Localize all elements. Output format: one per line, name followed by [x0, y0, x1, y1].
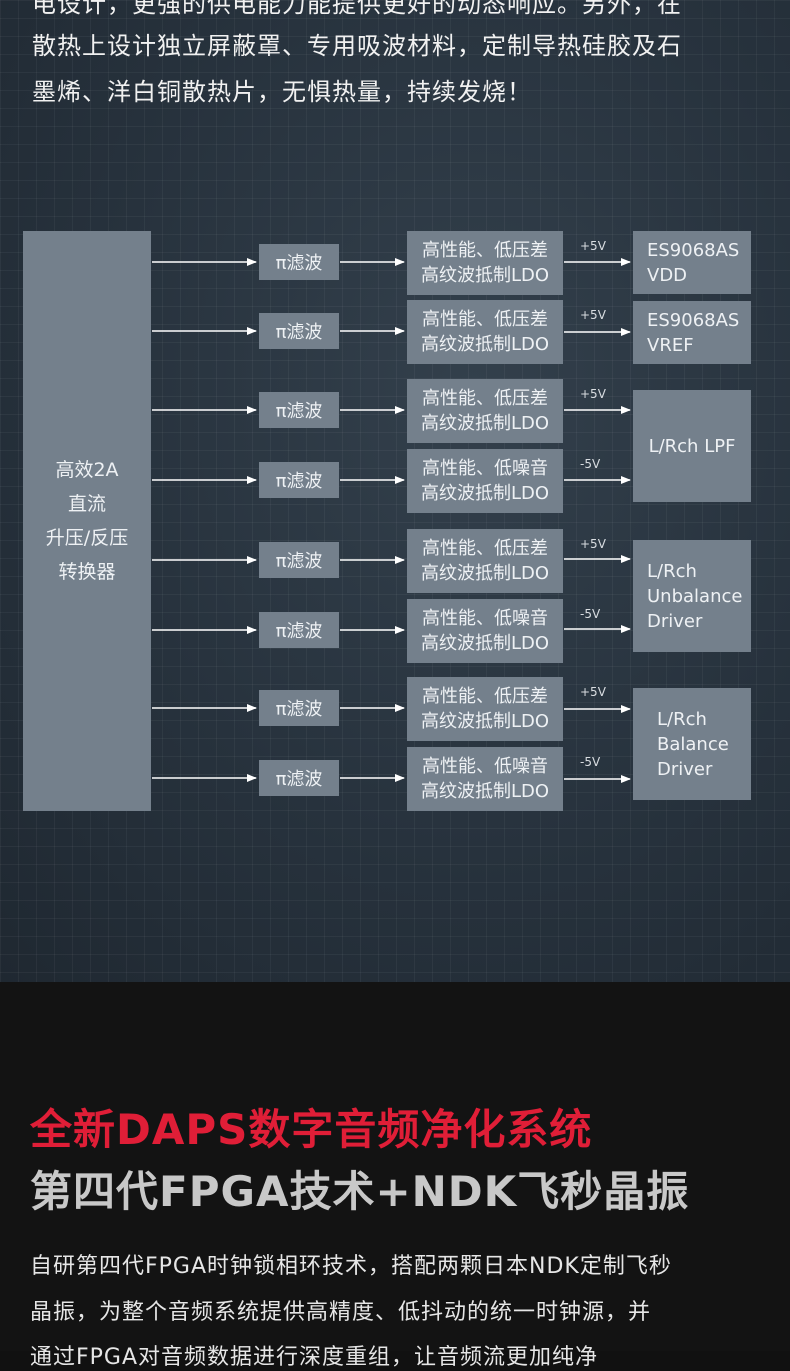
- voltage-label: -5V: [580, 457, 601, 471]
- converter-label-line: 直流: [67, 493, 106, 515]
- intro-text-line: 墨烯、洋白铜散热片，无惧热量，持续发烧！: [32, 78, 532, 106]
- ldo-label-line: 高性能、低压差: [422, 686, 548, 707]
- ldo-box: 高性能、低噪音高纹波抵制LDO: [407, 449, 563, 513]
- pi-filter-box: π滤波: [259, 612, 339, 648]
- ldo-box: 高性能、低压差高纹波抵制LDO: [407, 300, 563, 364]
- daps-feature-section: 全新DAPS数字音频净化系统 第四代FPGA技术+NDK飞秒晶振 自研第四代FP…: [0, 982, 790, 1370]
- feature-body-line: 晶振，为整个音频系统提供高精度、低抖动的统一时钟源，并: [30, 1300, 652, 1325]
- ldo-label-line: 高纹波抵制LDO: [420, 563, 550, 584]
- intro-text-line: 电设计，更强的供电能力能提供更好的动态响应。另外，在: [32, 0, 682, 18]
- pi-filter-box: π滤波: [259, 462, 339, 498]
- target-label-line: Driver: [647, 610, 703, 632]
- ldo-label-line: 高性能、低噪音: [422, 756, 548, 777]
- target-label-line: ES9068AS: [647, 309, 740, 331]
- power-diagram-section: 电设计，更强的供电能力能提供更好的动态响应。另外，在 散热上设计独立屏蔽罩、专用…: [0, 0, 790, 982]
- voltage-label: +5V: [580, 308, 606, 322]
- voltage-label: -5V: [580, 755, 601, 769]
- target-balance-driver: L/Rch Balance Driver: [633, 688, 751, 800]
- target-label-line: VREF: [647, 334, 694, 356]
- voltage-label: +5V: [580, 387, 606, 401]
- ldo-box: 高性能、低噪音高纹波抵制LDO: [407, 599, 563, 663]
- target-label-line: VDD: [647, 264, 688, 286]
- pi-filter-box: π滤波: [259, 542, 339, 578]
- ldo-label-line: 高性能、低压差: [422, 388, 548, 409]
- target-label-line: Balance: [657, 733, 729, 755]
- converter-label-line: 转换器: [58, 561, 116, 583]
- converter-label-line: 高效2A: [55, 459, 119, 481]
- target-lpf: L/Rch LPF: [633, 390, 751, 502]
- pi-filter-box: π滤波: [259, 392, 339, 428]
- ldo-box: 高性能、低压差高纹波抵制LDO: [407, 677, 563, 741]
- ldo-box: 高性能、低压差高纹波抵制LDO: [407, 231, 563, 295]
- ldo-label-line: 高纹波抵制LDO: [420, 711, 550, 732]
- target-es9068as-vdd: ES9068AS VDD: [633, 231, 751, 294]
- target-label-line: ES9068AS: [647, 239, 740, 261]
- target-unbalance-driver: L/Rch Unbalance Driver: [633, 540, 751, 652]
- target-label-line: L/Rch LPF: [648, 435, 736, 457]
- feature-title-red: 全新DAPS数字音频净化系统: [30, 1105, 593, 1154]
- ldo-label-line: 高纹波抵制LDO: [420, 483, 550, 504]
- ldo-label-line: 高性能、低压差: [422, 240, 548, 261]
- target-label-line: Driver: [657, 758, 713, 780]
- dc-converter-box: 高效2A 直流 升压/反压 转换器: [23, 231, 151, 811]
- voltage-label: +5V: [580, 239, 606, 253]
- feature-title-grey: 第四代FPGA技术+NDK飞秒晶振: [30, 1167, 690, 1216]
- voltage-label: +5V: [580, 537, 606, 551]
- connector-arrows: [152, 258, 631, 783]
- voltage-label: -5V: [580, 607, 601, 621]
- feature-body-line: 通过FPGA对音频数据进行深度重组，让音频流更加纯净: [30, 1345, 599, 1370]
- ldo-label-line: 高性能、低噪音: [422, 608, 548, 629]
- ldo-label-line: 高纹波抵制LDO: [420, 781, 550, 802]
- target-label-line: L/Rch: [647, 560, 697, 582]
- target-es9068as-vref: ES9068AS VREF: [633, 301, 751, 364]
- pi-filter-box: π滤波: [259, 760, 339, 796]
- ldo-label-line: 高性能、低压差: [422, 538, 548, 559]
- voltage-label: +5V: [580, 685, 606, 699]
- ldo-label-line: 高性能、低噪音: [422, 458, 548, 479]
- ldo-box: 高性能、低压差高纹波抵制LDO: [407, 379, 563, 443]
- ldo-label-line: 高纹波抵制LDO: [420, 265, 550, 286]
- ldo-label-line: 高性能、低压差: [422, 309, 548, 330]
- ldo-label-line: 高纹波抵制LDO: [420, 413, 550, 434]
- ldo-label-line: 高纹波抵制LDO: [420, 334, 550, 355]
- pi-filter-box: π滤波: [259, 313, 339, 349]
- ldo-box: 高性能、低压差高纹波抵制LDO: [407, 529, 563, 593]
- feature-body-line: 自研第四代FPGA时钟锁相环技术，搭配两颗日本NDK定制飞秒: [30, 1254, 672, 1279]
- ldo-box: 高性能、低噪音高纹波抵制LDO: [407, 747, 563, 811]
- ldo-label-line: 高纹波抵制LDO: [420, 633, 550, 654]
- intro-text-line: 散热上设计独立屏蔽罩、专用吸波材料，定制导热硅胶及石: [32, 32, 682, 60]
- converter-label-line: 升压/反压: [45, 527, 129, 549]
- pi-filter-box: π滤波: [259, 690, 339, 726]
- target-label-line: L/Rch: [657, 708, 707, 730]
- pi-filter-box: π滤波: [259, 244, 339, 280]
- target-label-line: Unbalance: [647, 585, 743, 607]
